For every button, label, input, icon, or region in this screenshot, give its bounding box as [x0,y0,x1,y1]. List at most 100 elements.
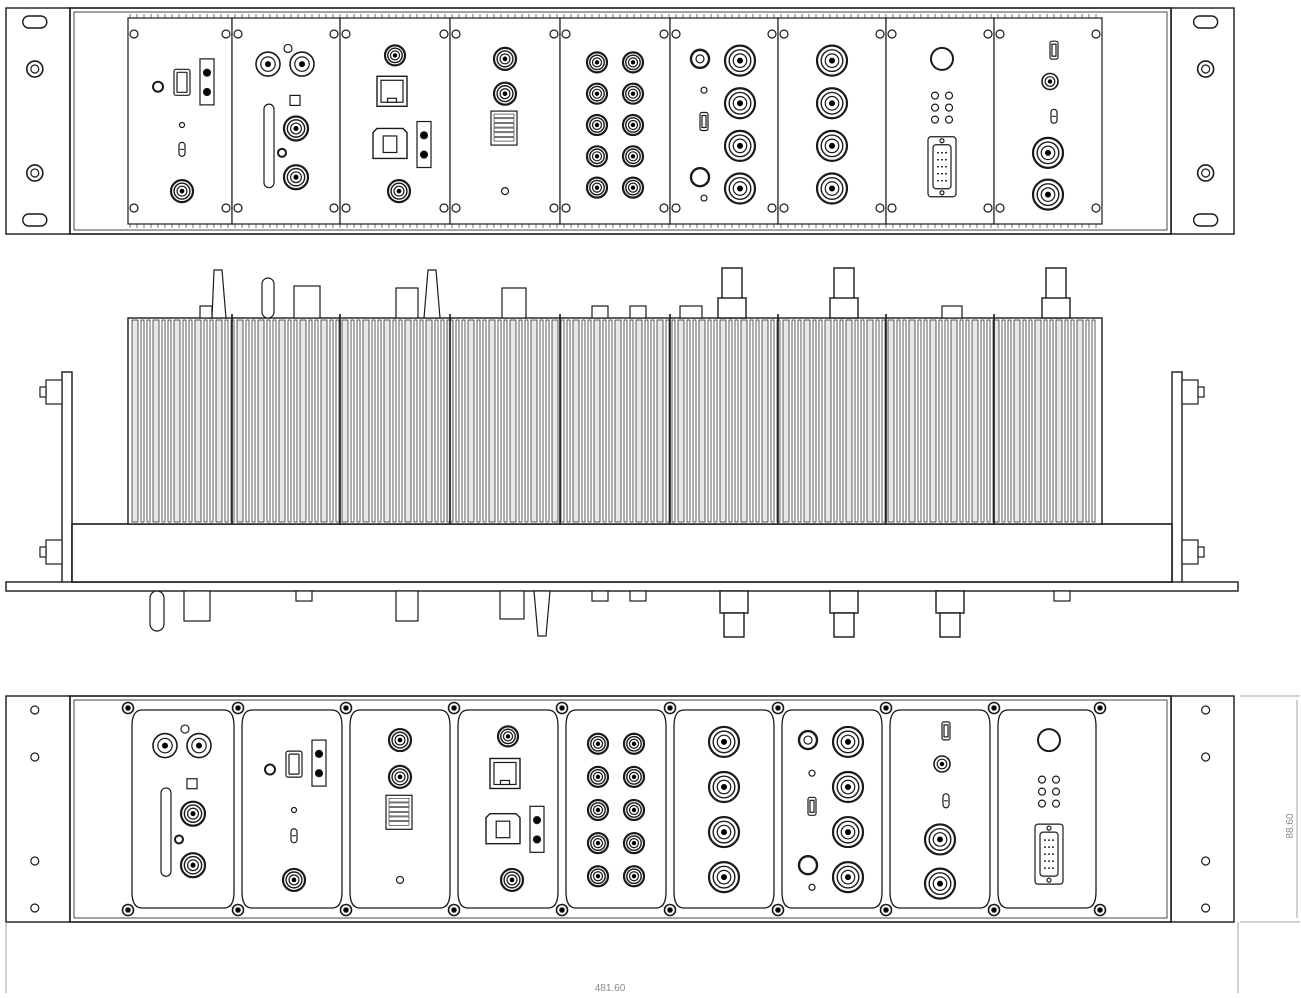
bnc-pin [293,125,299,131]
bnc-connector-icon [586,832,610,855]
hdmi-inner [176,71,188,93]
side-ear-left [39,371,73,591]
small-hole-icon [808,883,816,891]
micro-usb-opening [943,724,949,738]
vga-pin [1044,867,1046,870]
fin [833,319,838,523]
fin [572,319,580,523]
bnc-pin [720,874,727,881]
fin [272,319,277,523]
vga-pin [941,172,943,175]
latch-icon [875,203,885,213]
faceplate-screws [663,701,677,917]
terminal-slot [388,807,410,812]
bnc-connector-icon [621,51,645,74]
micro-usb-opening [1051,43,1057,57]
screw-center [559,705,565,711]
fin [1076,319,1084,523]
vga-pin [1048,860,1050,863]
bnc-connector-icon [621,113,645,137]
connector-stub [499,590,525,620]
fin [734,319,739,523]
bnc-connector-icon [586,798,610,822]
led [930,115,940,124]
usb-port-icon [372,127,408,160]
vga-pin [1044,853,1046,856]
fin [440,319,445,523]
screw-center [235,705,241,711]
latch-icon [549,29,559,39]
led-grid-icon [1037,775,1061,808]
fin [350,319,355,523]
fin [923,319,928,523]
fin [509,319,517,523]
ir-lens [314,749,324,758]
stub [679,305,703,319]
base-rail [5,581,1239,592]
rack-ear-right [1170,695,1235,923]
latch-icon [671,29,681,39]
screw-center [991,907,997,913]
fin [203,319,208,523]
rf-connector-icon [933,755,951,773]
vga-pin [941,158,943,161]
bnc-connector-icon [831,815,865,849]
fin [383,319,391,523]
bnc-connector-icon [586,732,610,755]
fin [524,319,529,523]
stub [591,590,609,602]
bnc-pin [631,774,637,780]
fin [860,319,865,523]
card-faceplate [669,17,779,225]
fin [728,319,733,523]
bnc-pin [594,122,600,128]
bnc-pin [392,53,398,58]
fin [581,319,586,523]
bnc-connector-icon [282,164,310,191]
small-hole-icon [178,121,186,129]
fin [434,319,439,523]
fin [482,319,487,523]
bnc-connector-icon [621,145,645,168]
fin [488,319,496,523]
ir-lens [419,150,429,159]
bnc-pin [736,142,743,149]
bnc-pin [631,840,637,846]
module-ethernet-usb-card [485,725,545,893]
ear-bolt [1181,379,1199,405]
dimension-lines [5,695,1300,993]
fin [314,319,319,523]
card-slot [997,709,1097,909]
fin [1043,319,1048,523]
bnc-pin [630,60,636,65]
bnc-pin [397,737,403,743]
stub [629,305,647,319]
vga-screw [1046,877,1052,883]
bnc-connector-icon [831,861,865,894]
fin [992,319,1000,523]
bnc-connector-icon [179,800,207,827]
heatsink-fins [127,314,1103,525]
bnc-pin [502,56,508,62]
latch-icon [875,29,885,39]
rf-pin [265,61,272,68]
latch-icon [887,203,897,213]
fin [887,319,895,523]
ear-bolt-head [39,386,47,398]
latch-icon [451,29,461,39]
hdmi-icon [285,750,303,778]
module-dual-bnc-card [923,721,957,900]
module-vga-card [1034,728,1064,885]
bnc-pin [595,807,601,813]
fin [866,319,874,523]
rj45-port-icon [489,757,521,790]
terminal-slot [388,797,410,803]
module-antenna-rf-card [255,43,315,191]
ear-bolt [45,379,63,405]
led [1051,787,1061,796]
terminal-slot [493,123,515,128]
bnc-connector-icon [586,865,610,888]
fin [518,319,523,523]
fin [341,319,349,523]
toggle-switch-icon [290,828,298,844]
